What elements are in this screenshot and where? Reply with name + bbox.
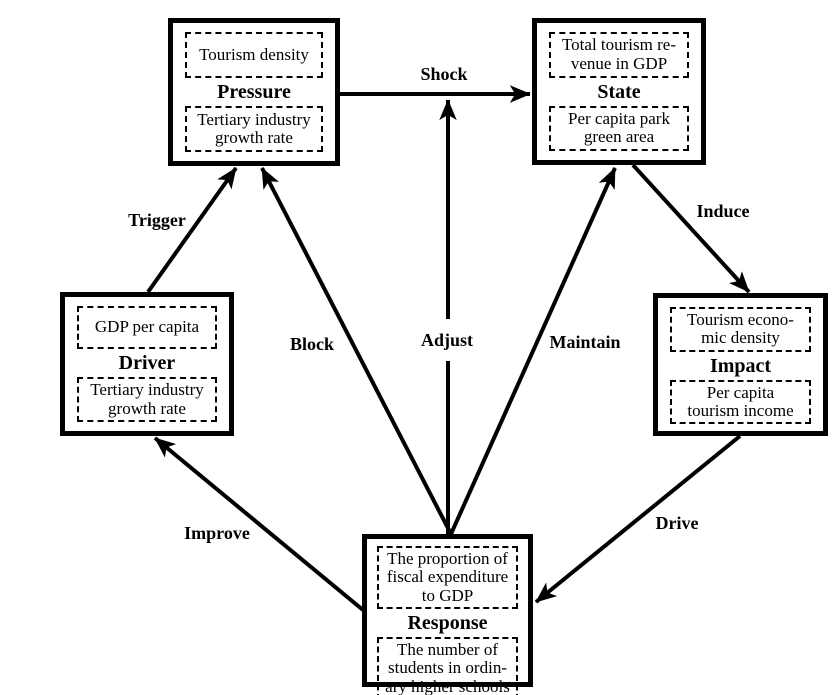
arrow-block [260,167,453,535]
node-pressure: Tourism density Pressure Tertiary indust… [168,18,340,166]
impact-top-indicator: Tourism econo- mic density [670,307,811,352]
state-title: State [597,80,641,103]
response-top-indicator: The proportion of fiscal expenditure to … [377,546,518,610]
arrow-drive [534,434,742,604]
edge-label-improve: Improve [184,523,250,543]
edge-label-induce: Induce [696,201,750,221]
driver-bottom-indicator: Tertiary industry growth rate [77,377,217,422]
impact-bottom-indicator: Per capita tourism income [670,379,811,425]
node-impact: Tourism econo- mic density Impact Per ca… [653,293,828,436]
edge-label-shock: Shock [420,64,468,84]
edge-label-block: Block [289,334,335,354]
response-title: Response [407,612,488,635]
arrow-induce [631,163,751,294]
node-driver: GDP per capita Driver Tertiary industry … [60,292,234,436]
edge-label-trigger: Trigger [128,210,186,230]
node-state: Total tourism re- venue in GDP State Per… [532,18,706,165]
pressure-top-indicator: Tourism density [185,32,323,78]
driver-title: Driver [118,352,176,375]
edge-label-adjust: Adjust [415,319,479,361]
node-response: The proportion of fiscal expenditure to … [362,534,533,695]
impact-title: Impact [709,354,772,377]
pressure-title: Pressure [217,81,291,103]
arrow-trigger [146,166,238,294]
pressure-bottom-indicator: Tertiary industry growth rate [185,106,323,152]
driver-top-indicator: GDP per capita [77,306,217,350]
arrow-maintain [449,167,617,535]
arrow-improve [153,436,365,612]
state-bottom-indicator: Per capita park green area [549,105,689,151]
state-top-indicator: Total tourism re- venue in GDP [549,32,689,78]
edge-label-maintain: Maintain [549,332,621,352]
edge-label-drive: Drive [655,513,699,533]
response-bottom-indicator: The number of students in ordin- ary hig… [377,637,518,695]
